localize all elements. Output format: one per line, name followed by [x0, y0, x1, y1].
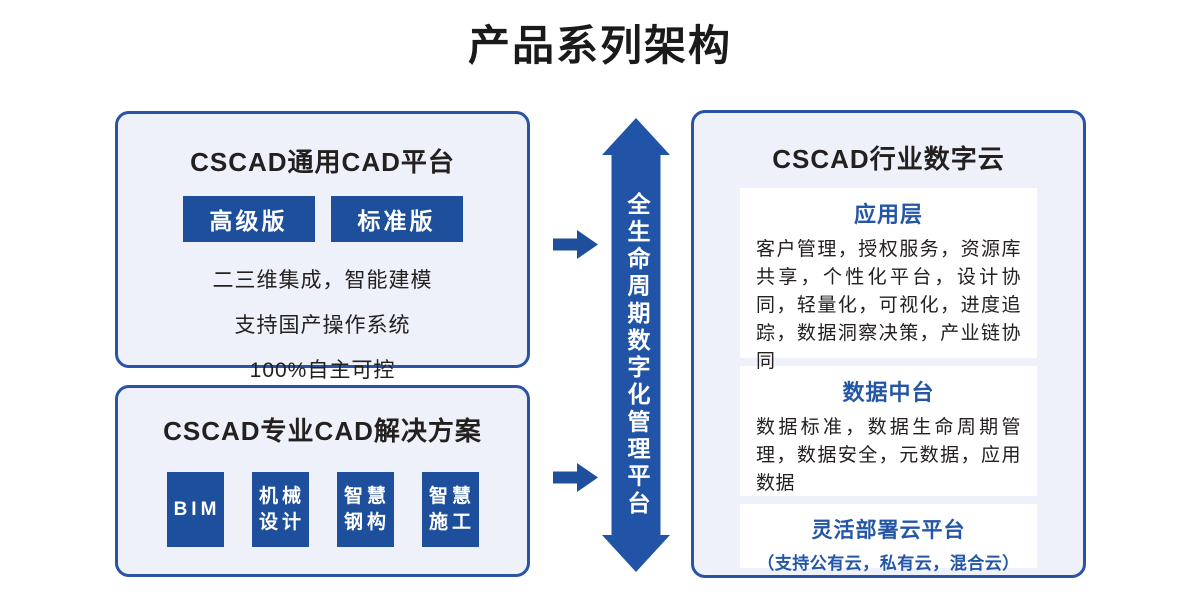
data-middle-platform-section: 数据中台 数据标准，数据生命周期管理，数据安全，元数据，应用数据: [740, 366, 1037, 496]
tile-label: BIM: [173, 498, 221, 520]
application-layer-section: 应用层 客户管理，授权服务，资源库共享，个性化平台，设计协同，轻量化，可视化，进…: [740, 188, 1037, 372]
edition-badge-row: 高级版 标准版: [118, 196, 527, 242]
standard-edition-badge: 标准版: [330, 196, 463, 242]
flexible-deployment-subtext: （支持公有云，私有云，混合云）: [757, 554, 1020, 573]
cloud-section-list: 应用层 客户管理，授权服务，资源库共享，个性化平台，设计协同，轻量化，可视化，进…: [694, 176, 1083, 573]
solution-tile-smart-steel: 智慧 钢构: [336, 472, 394, 547]
data-middle-platform-heading: 数据中台: [842, 380, 935, 405]
feature-item: 二三维集成，智能建模: [212, 269, 433, 292]
solution-tile-mechanical-design: 机械 设计: [251, 472, 309, 547]
professional-cad-solutions-panel: CSCAD专业CAD解决方案 BIM 机械 设计 智慧 钢构 智慧 施工: [115, 385, 530, 577]
page-title: 产品系列架构: [467, 22, 732, 69]
general-cad-platform-panel: CSCAD通用CAD平台 高级版 标准版 二三维集成，智能建模 支持国产操作系统…: [115, 111, 530, 382]
industry-digital-cloud-title: CSCAD行业数字云: [772, 144, 1005, 174]
tile-label: 施工: [428, 511, 475, 533]
platform-feature-list: 二三维集成，智能建模 支持国产操作系统 100%自主可控: [118, 264, 527, 384]
tile-label: 机械: [258, 485, 305, 507]
solution-tile-bim: BIM: [166, 472, 224, 547]
double-arrow-icon: [602, 118, 670, 572]
data-middle-platform-body: 数据标准，数据生命周期管理，数据安全，元数据，应用数据: [756, 417, 1021, 494]
premium-edition-badge: 高级版: [182, 196, 315, 242]
right-arrow-icon: [553, 230, 598, 259]
tile-label: 智慧: [343, 485, 390, 507]
application-layer-heading: 应用层: [853, 202, 923, 227]
general-cad-platform-title: CSCAD通用CAD平台: [190, 147, 455, 177]
feature-item: 支持国产操作系统: [234, 314, 411, 337]
tile-label: 钢构: [343, 511, 390, 533]
application-layer-body: 客户管理，授权服务，资源库共享，个性化平台，设计协同，轻量化，可视化，进度追踪，…: [756, 239, 1021, 372]
feature-item: 100%自主可控: [249, 359, 396, 382]
tile-label: 智慧: [428, 485, 475, 507]
flexible-deployment-section: 灵活部署云平台 （支持公有云，私有云，混合云）: [740, 504, 1037, 573]
solution-tile-row: BIM 机械 设计 智慧 钢构 智慧 施工: [118, 472, 527, 547]
lifecycle-platform-label: 全生命周期数字化管理平台: [624, 192, 650, 518]
right-arrow-icon: [553, 463, 598, 492]
flexible-deployment-heading: 灵活部署云平台: [811, 519, 966, 542]
professional-cad-solutions-title: CSCAD专业CAD解决方案: [163, 416, 482, 446]
tile-label: 设计: [258, 511, 305, 533]
solution-tile-smart-construction: 智慧 施工: [421, 472, 479, 547]
industry-digital-cloud-panel: CSCAD行业数字云 应用层 客户管理，授权服务，资源库共享，个性化平台，设计协…: [691, 110, 1086, 578]
